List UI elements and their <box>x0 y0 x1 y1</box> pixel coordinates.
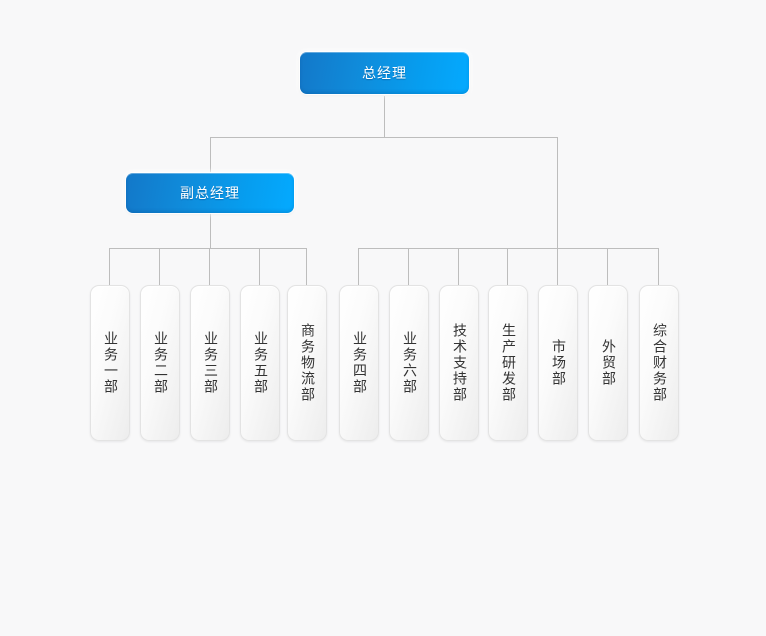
connector-drop-business-5 <box>259 248 260 285</box>
node-dept-business-6-label: 业务六部 <box>401 331 418 395</box>
connector-direct-drop <box>557 137 558 249</box>
connector-root-trunk <box>384 96 385 138</box>
node-dept-business-2[interactable]: 业务二部 <box>140 285 180 441</box>
node-dept-business-logistics-label: 商务物流部 <box>299 323 316 403</box>
node-general-manager-label: 总经理 <box>362 65 407 81</box>
node-deputy-general-manager[interactable]: 副总经理 <box>126 173 294 213</box>
node-dept-business-3-label: 业务三部 <box>202 331 219 395</box>
node-dept-foreign-trade[interactable]: 外贸部 <box>588 285 628 441</box>
node-dept-finance[interactable]: 综合财务部 <box>639 285 679 441</box>
connector-drop-business-1 <box>109 248 110 285</box>
node-dept-business-5[interactable]: 业务五部 <box>240 285 280 441</box>
connector-drop-foreign-trade <box>607 248 608 285</box>
node-deputy-general-manager-label: 副总经理 <box>180 185 240 201</box>
connector-drop-business-4 <box>358 248 359 285</box>
connector-drop-business-6 <box>408 248 409 285</box>
connector-drop-business-2 <box>159 248 160 285</box>
node-dept-marketing[interactable]: 市场部 <box>538 285 578 441</box>
node-dept-business-4-label: 业务四部 <box>351 331 368 395</box>
connector-drop-marketing <box>557 248 558 285</box>
node-dept-business-4[interactable]: 业务四部 <box>339 285 379 441</box>
node-general-manager[interactable]: 总经理 <box>300 52 469 94</box>
connector-drop-tech-support <box>458 248 459 285</box>
node-dept-tech-support[interactable]: 技术支持部 <box>439 285 479 441</box>
node-dept-business-3[interactable]: 业务三部 <box>190 285 230 441</box>
node-dept-business-2-label: 业务二部 <box>152 331 169 395</box>
node-dept-business-logistics[interactable]: 商务物流部 <box>287 285 327 441</box>
node-dept-production-rd-label: 生产研发部 <box>500 323 517 403</box>
connector-direct-bus <box>358 248 658 249</box>
node-dept-marketing-label: 市场部 <box>550 339 567 387</box>
connector-deputy-bus <box>109 248 306 249</box>
connector-drop-business-logistics <box>306 248 307 285</box>
node-dept-finance-label: 综合财务部 <box>651 323 668 403</box>
connector-drop-finance <box>658 248 659 285</box>
connector-drop-production-rd <box>507 248 508 285</box>
node-dept-business-6[interactable]: 业务六部 <box>389 285 429 441</box>
node-dept-business-1-label: 业务一部 <box>102 331 119 395</box>
node-dept-tech-support-label: 技术支持部 <box>451 323 468 403</box>
connector-root-bus <box>210 137 558 138</box>
node-dept-business-1[interactable]: 业务一部 <box>90 285 130 441</box>
node-dept-foreign-trade-label: 外贸部 <box>600 339 617 387</box>
node-dept-business-5-label: 业务五部 <box>252 331 269 395</box>
connector-deputy-drop <box>210 137 211 173</box>
node-dept-production-rd[interactable]: 生产研发部 <box>488 285 528 441</box>
connector-drop-business-3 <box>209 248 210 285</box>
connector-deputy-trunk <box>210 213 211 249</box>
